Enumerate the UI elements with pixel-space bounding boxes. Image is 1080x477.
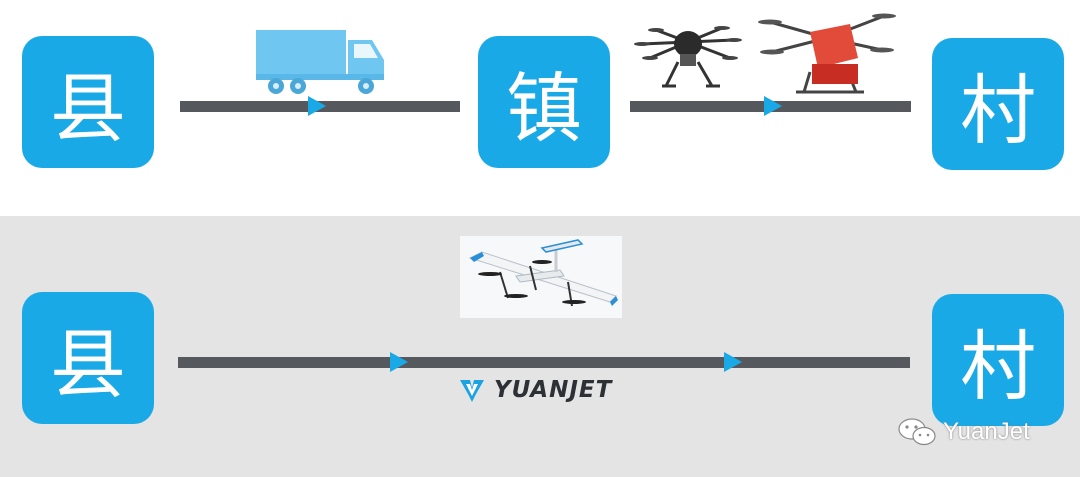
node-county-top-label: 县	[50, 64, 126, 153]
yuanjet-brand: YUANJET	[458, 376, 612, 404]
vtol-aircraft-icon	[468, 239, 618, 307]
node-village-bottom-label: 村	[960, 322, 1036, 411]
truck-icon	[256, 30, 384, 94]
multirotor-drone-icon	[634, 26, 742, 88]
node-village-top: 村	[932, 38, 1064, 170]
brand-name: YUANJET	[494, 377, 613, 403]
node-village-bottom: 村	[932, 294, 1064, 426]
wechat-watermark: YuanJet	[897, 417, 1030, 447]
arrow-county-village-1	[390, 352, 408, 372]
arrow-county-town	[308, 96, 326, 116]
node-county-top: 县	[22, 36, 154, 168]
vtol-aircraft-photo	[460, 236, 622, 318]
node-county-bottom-label: 县	[50, 320, 126, 409]
delivery-drone-icon	[758, 13, 896, 94]
node-town: 镇	[478, 36, 610, 168]
arrow-county-village-2	[724, 352, 742, 372]
watermark-text: YuanJet	[943, 418, 1030, 445]
track-county-village	[178, 357, 910, 368]
wechat-icon	[898, 418, 936, 446]
node-town-label: 镇	[506, 64, 582, 153]
node-county-bottom: 县	[22, 292, 154, 424]
arrow-town-village	[764, 96, 782, 116]
yuanjet-logo-icon	[460, 380, 484, 402]
node-village-top-label: 村	[960, 66, 1036, 155]
